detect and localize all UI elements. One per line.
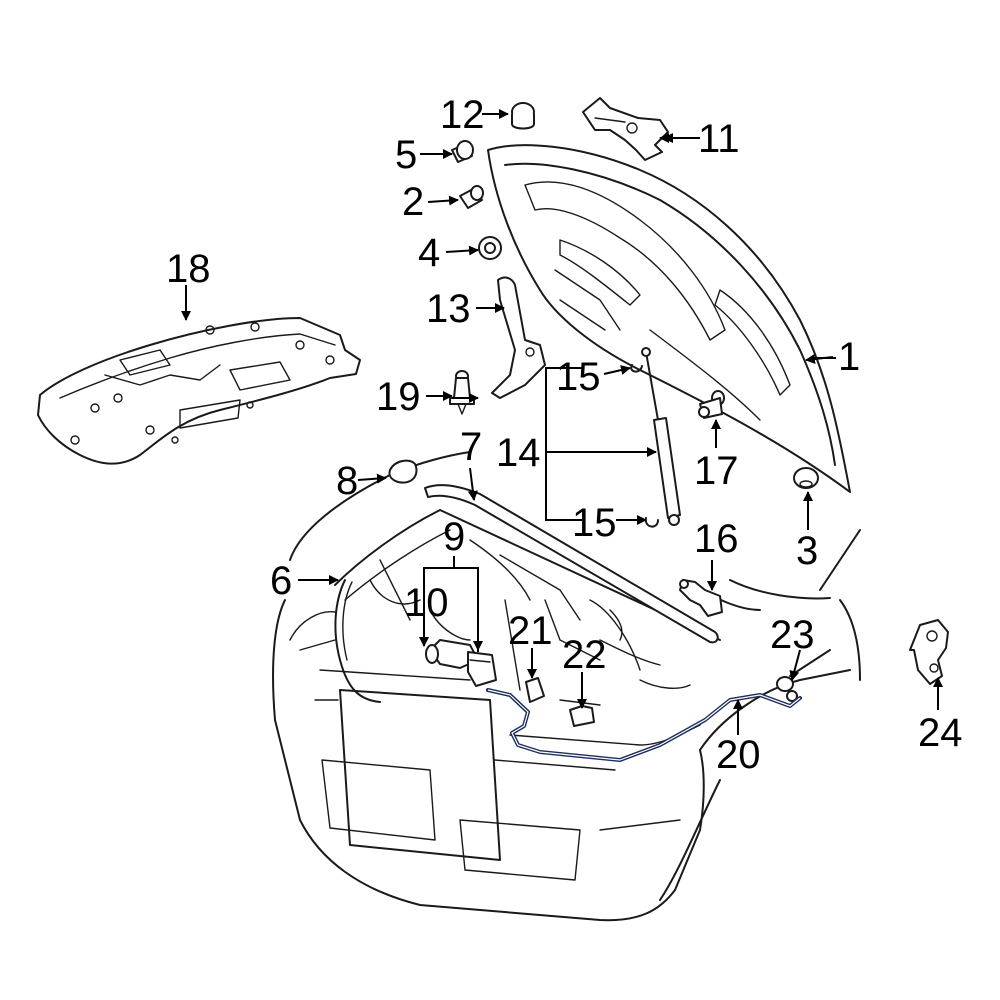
bracket-16 [679, 579, 723, 617]
bracket-22 [569, 705, 595, 727]
callout-5: 5 [395, 133, 417, 177]
callout-22: 22 [562, 633, 607, 677]
callout-17: 17 [694, 449, 739, 493]
callout-6: 6 [270, 559, 292, 603]
callout-labels: 1 2 3 4 5 6 7 8 9 10 11 12 13 14 15 15 1… [166, 93, 963, 777]
callout-1: 1 [838, 335, 860, 379]
callout-8: 8 [336, 459, 358, 503]
vehicle-front-end [272, 451, 861, 922]
callout-14: 14 [496, 431, 541, 475]
hood-stop-5 [451, 140, 474, 163]
bracket-24 [909, 619, 949, 685]
pin-17 [698, 390, 725, 419]
hood-panel [487, 144, 851, 493]
lift-support-14 [641, 347, 681, 526]
hood-bumper-12 [511, 102, 535, 130]
grommet-4 [478, 236, 502, 260]
clip-21 [525, 677, 545, 703]
callout-23: 23 [770, 613, 815, 657]
hood-insulator [37, 317, 361, 465]
cover-8 [388, 459, 418, 484]
prop-rod-13 [491, 276, 546, 399]
callout-15-lower: 15 [572, 501, 617, 545]
callout-11: 11 [698, 117, 740, 161]
leader-lines [181, 109, 943, 735]
callout-2: 2 [402, 180, 424, 224]
callout-9: 9 [443, 515, 465, 559]
callout-4: 4 [418, 231, 440, 275]
callout-20: 20 [716, 733, 761, 777]
hood-buffer-2 [459, 185, 484, 209]
callout-18: 18 [166, 247, 211, 291]
release-cable-20 [486, 688, 802, 762]
callout-12: 12 [440, 93, 485, 137]
callout-19: 19 [376, 375, 421, 419]
hood-hinge-11 [582, 97, 669, 161]
callout-3: 3 [796, 529, 818, 573]
callout-13: 13 [426, 287, 471, 331]
callout-24: 24 [918, 711, 963, 755]
callout-16: 16 [694, 517, 739, 561]
callout-10: 10 [404, 581, 449, 625]
callout-21: 21 [508, 609, 553, 653]
callout-7: 7 [460, 425, 482, 469]
latch-10 [425, 639, 479, 669]
callout-15-upper: 15 [556, 355, 601, 399]
clip-15-lower [644, 517, 659, 528]
lock-9 [467, 651, 497, 687]
clip-15-upper [630, 364, 643, 373]
push-pin-19 [449, 370, 475, 415]
cap-3 [793, 467, 819, 489]
